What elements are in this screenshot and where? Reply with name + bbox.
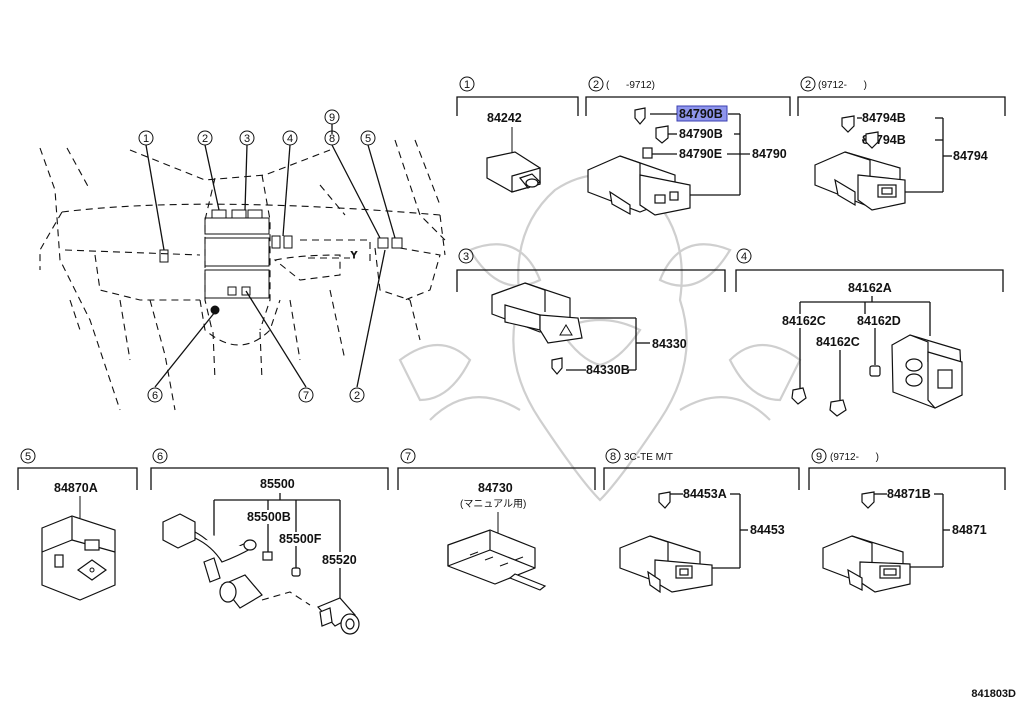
part-84162A[interactable]: 84162A — [848, 281, 892, 295]
part-84790B-highlighted[interactable]: 84790B — [679, 107, 723, 121]
part-84790E[interactable]: 84790E — [679, 147, 722, 161]
part-84330[interactable]: 84330 — [652, 337, 687, 351]
group-5-number: 5 — [25, 451, 31, 463]
callout-1: 1 — [143, 133, 149, 145]
group-9-number: 9 — [816, 451, 822, 463]
switch-84871-drawing — [822, 491, 911, 593]
group-1-number: 1 — [464, 79, 470, 91]
group-1: 1 84242 — [456, 76, 579, 193]
group-6: 6 85500 85500B 85500F 85520 — [150, 448, 389, 635]
switch-84242-drawing — [486, 151, 542, 193]
switch-84162-drawing — [791, 334, 963, 417]
group-2-late: 2 (9712- ) 84794B 84794B 84794 — [797, 76, 1006, 211]
group-2a-number: 2 — [593, 79, 599, 91]
switch-84794-drawing — [814, 115, 906, 211]
part-84730[interactable]: 84730 — [478, 481, 513, 495]
part-84794B[interactable]: 84794B — [862, 111, 906, 125]
callout-9: 9 — [329, 112, 335, 124]
group-4: 4 84162A 84162C 84162D 84162C — [735, 248, 1004, 417]
part-84242[interactable]: 84242 — [487, 111, 522, 125]
group-7: 7 84730 (マニュアル用) — [397, 448, 596, 591]
callout-7: 7 — [303, 390, 309, 402]
part-85500B[interactable]: 85500B — [247, 510, 291, 524]
group-8-number: 8 — [610, 451, 616, 463]
part-84790[interactable]: 84790 — [752, 147, 787, 161]
callout-3: 3 — [244, 133, 250, 145]
part-84453[interactable]: 84453 — [750, 523, 785, 537]
callout-6: 6 — [152, 390, 158, 402]
watermark-emblem — [398, 174, 802, 502]
group-2-early: 2 ( -9712) 84790B 84790B 84790E 84790 — [585, 76, 791, 216]
group-5: 5 84870A — [17, 448, 138, 601]
group-9-note: (9712- ) — [830, 452, 879, 463]
dashboard-overview: Y 1 2 3 4 9 8 — [39, 109, 446, 411]
switch-84330-drawing — [491, 282, 583, 375]
part-84162C-second[interactable]: 84162C — [816, 335, 860, 349]
group-8-note: 3C-TE M/T — [624, 452, 673, 463]
group-9: 9 (9712- ) 84871B 84871 — [808, 448, 1006, 593]
group-8: 8 3C-TE M/T 84453A 84453 — [603, 448, 800, 594]
svg-text:Y: Y — [351, 250, 357, 260]
part-84794[interactable]: 84794 — [953, 149, 988, 163]
part-84871[interactable]: 84871 — [952, 523, 987, 537]
part-84330B[interactable]: 84330B — [586, 363, 630, 377]
group-2b-note: (9712- ) — [818, 80, 867, 91]
socket-85500-drawing — [162, 513, 360, 635]
callout-2: 2 — [202, 133, 208, 145]
part-85500F[interactable]: 85500F — [279, 532, 322, 546]
group-6-number: 6 — [157, 451, 163, 463]
group-7-number: 7 — [405, 451, 411, 463]
callout-8: 8 — [329, 133, 335, 145]
group-3-number: 3 — [463, 251, 469, 263]
part-84730-sublabel: (マニュアル用) — [460, 499, 526, 510]
callout-2-lower: 2 — [354, 390, 360, 402]
callout-5: 5 — [365, 133, 371, 145]
switch-84790-drawing — [587, 107, 691, 216]
part-84790B[interactable]: 84790B — [679, 127, 723, 141]
diagram-reference: 841803D — [971, 688, 1016, 700]
part-85520[interactable]: 85520 — [322, 553, 357, 567]
part-85500[interactable]: 85500 — [260, 477, 295, 491]
group-2b-number: 2 — [805, 79, 811, 91]
part-84162D[interactable]: 84162D — [857, 314, 901, 328]
group-4-number: 4 — [741, 251, 747, 263]
switch-84453-drawing — [619, 491, 713, 594]
part-84871B[interactable]: 84871B — [887, 487, 931, 501]
part-84870A[interactable]: 84870A — [54, 481, 98, 495]
switch-84870-drawing — [41, 515, 116, 601]
part-84162C[interactable]: 84162C — [782, 314, 826, 328]
callout-4: 4 — [287, 133, 293, 145]
unit-84730-drawing — [447, 529, 547, 591]
group-3: 3 84330 84330B — [456, 248, 726, 377]
group-2a-note: ( -9712) — [606, 80, 655, 91]
part-84453A[interactable]: 84453A — [683, 487, 727, 501]
